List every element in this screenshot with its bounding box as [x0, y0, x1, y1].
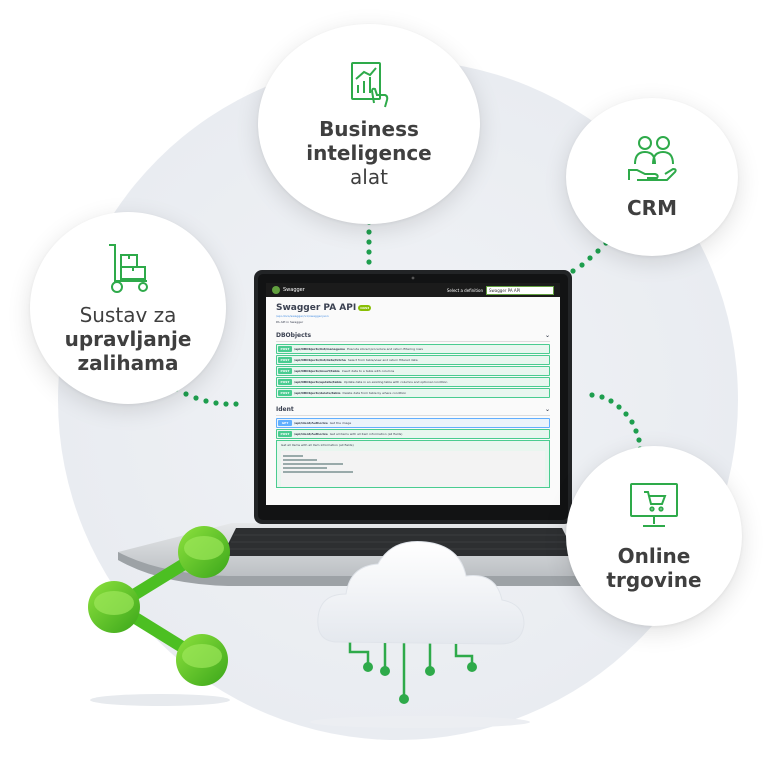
endpoint-description: Execute stored procedure and return filt… [347, 347, 423, 351]
monitor-cart-icon [630, 483, 678, 527]
bubble-business-intelligence: Business inteligence alat [258, 24, 480, 224]
section-dbobjects[interactable]: DBObjects ⌄ [276, 332, 550, 342]
bubble-crm: CRM [566, 98, 738, 256]
version-badge: OAS3 [358, 305, 372, 311]
bubble-crm-label: CRM [627, 196, 677, 220]
endpoint-description: Get the image [329, 421, 352, 425]
bubble-online-shop: Online trgovine [566, 446, 742, 626]
endpoint-path: /api/DBObjects/update/table [294, 380, 342, 384]
http-method-badge: POST [278, 431, 292, 437]
chevron-down-icon[interactable]: ⌄ [544, 406, 550, 413]
inventory-line3: zalihama [77, 351, 179, 375]
inventory-line2: upravljanje [64, 327, 192, 351]
endpoint-expanded-body: Get all items with all item information … [276, 440, 550, 488]
bi-line2: inteligence [306, 141, 432, 165]
endpoint-path: /api/DBObjects/list/data/fetcha [294, 358, 346, 362]
section-ident-label: Ident [276, 406, 294, 413]
endpoint-description: Insert data to a table with columns [341, 369, 395, 373]
response-code-block [281, 451, 545, 487]
bi-line1: Business [319, 117, 419, 141]
definition-picker[interactable]: Select a definition Swagger PA API [446, 285, 554, 295]
chart-tablet-icon [351, 62, 389, 108]
bi-line3: alat [350, 165, 388, 189]
http-method-badge: POST [278, 390, 292, 396]
definition-label: Select a definition [446, 287, 483, 293]
section-dbobjects-label: DBObjects [276, 332, 312, 339]
endpoint-description: Get all items with all item information … [329, 432, 403, 436]
swagger-topbar: Swagger Select a definition Swagger PA A… [266, 283, 560, 297]
swagger-logo-icon [272, 286, 280, 294]
chevron-down-icon[interactable]: ⌄ [544, 332, 550, 339]
endpoint-path: /api/DBObjects/delete/table [294, 391, 341, 395]
endpoint-path: /api/Ident/Authorize [294, 432, 328, 436]
http-method-badge: POST [278, 357, 292, 363]
definition-select[interactable]: Swagger PA API [486, 285, 554, 295]
shop-line2: trgovine [606, 568, 702, 592]
endpoint-description: Delete data from table by where conditio… [342, 391, 407, 395]
bubble-inventory: Sustav za upravljanje zalihama [30, 212, 226, 404]
http-method-badge: POST [278, 346, 292, 352]
endpoint-description: Select from table/view and return filter… [347, 358, 418, 362]
endpoint-description: Update data in an existing table with co… [343, 380, 448, 384]
shop-line1: Online [617, 544, 691, 568]
bubble-shop-label: Online trgovine [606, 544, 701, 592]
endpoint-body-text: Get all items with all item information … [281, 443, 354, 447]
endpoint-path: /api/Ident/Authorize [294, 421, 328, 425]
swagger-brand: Swagger [283, 287, 305, 293]
bubble-inventory-label: Sustav za upravljanje zalihama [65, 303, 192, 375]
api-title-row: Swagger PA API OAS3 [276, 303, 560, 313]
laptop-screen: Swagger Select a definition Swagger PA A… [266, 283, 560, 505]
api-title: Swagger PA API [276, 303, 357, 313]
http-method-badge: POST [278, 379, 292, 385]
endpoint-path: /api/DBObjects/insert/table [294, 369, 340, 373]
hand-truck-icon [109, 244, 148, 293]
http-method-badge: GET [278, 420, 292, 426]
http-method-badge: POST [278, 368, 292, 374]
bubble-bi-label: Business inteligence alat [306, 117, 431, 189]
inventory-line1: Sustav za [79, 303, 177, 327]
cloud-graphic [310, 540, 530, 728]
share-graphic [88, 526, 230, 706]
people-hand-icon [628, 136, 677, 181]
spec-link[interactable]: /api-docs/swagger/v1/swagger.json [276, 314, 329, 318]
crm-line1: CRM [627, 196, 677, 220]
api-subtitle: PA API in Swagger [276, 320, 304, 324]
section-ident[interactable]: Ident ⌄ [276, 406, 550, 416]
endpoint-path: /api/DBObjects/list/manageme [294, 347, 346, 351]
